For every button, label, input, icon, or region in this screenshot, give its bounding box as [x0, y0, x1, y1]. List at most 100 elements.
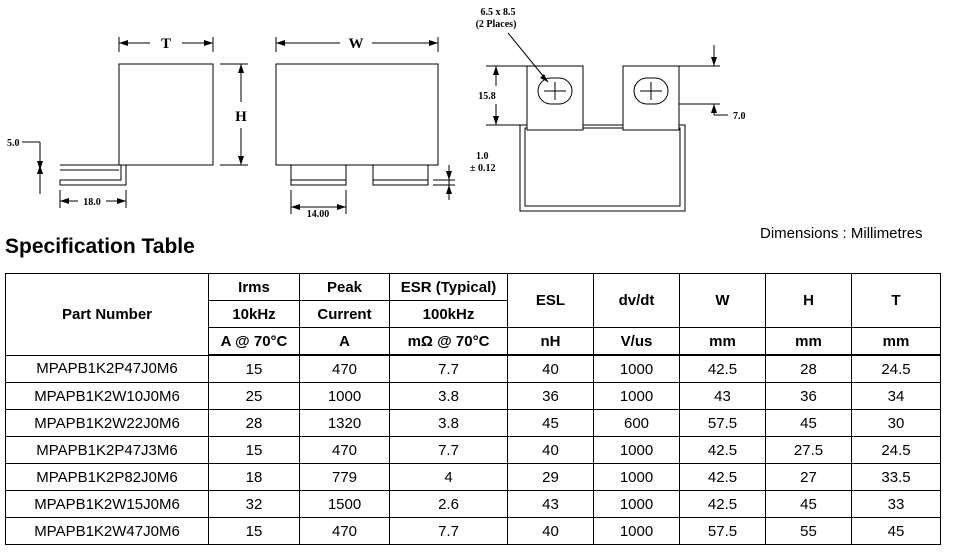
- cell-dvdt: 1000: [593, 517, 680, 545]
- cell-dvdt: 1000: [593, 490, 680, 518]
- header-esr-unit: mΩ @ 70°C: [389, 327, 508, 356]
- cell-irms: 25: [208, 382, 300, 410]
- label-H: H: [235, 109, 247, 125]
- cell-h: 27.5: [765, 436, 852, 464]
- label-14-00: 14.00: [307, 209, 330, 220]
- cell-part-number: MPAPB1K2W47J0M6: [5, 517, 209, 545]
- table-row: MPAPB1K2P47J0M6 15 470 7.7 40 1000 42.5 …: [5, 354, 941, 383]
- cell-irms: 28: [208, 409, 300, 437]
- header-esl-unit: nH: [507, 327, 594, 356]
- table-row: MPAPB1K2W15J0M6 32 1500 2.6 43 1000 42.5…: [5, 490, 941, 518]
- cell-esr: 3.8: [389, 382, 508, 410]
- dimensions-note: Dimensions : Millimetres: [760, 225, 923, 242]
- cell-t: 45: [851, 517, 941, 545]
- cell-irms: 15: [208, 517, 300, 545]
- label-W: W: [349, 36, 364, 52]
- cell-esl: 43: [507, 490, 594, 518]
- cell-peak: 1320: [299, 409, 390, 437]
- header-w-unit: mm: [679, 327, 766, 356]
- cell-irms: 32: [208, 490, 300, 518]
- cell-part-number: MPAPB1K2P47J0M6: [5, 354, 209, 383]
- header-dvdt: dv/dt: [593, 273, 680, 328]
- header-peak-unit: A: [299, 327, 390, 356]
- header-w: W: [679, 273, 766, 328]
- header-dvdt-unit: V/us: [593, 327, 680, 356]
- header-irms: Irms: [208, 273, 300, 301]
- cell-esr: 2.6: [389, 490, 508, 518]
- section-title: Specification Table: [5, 235, 195, 258]
- cell-irms: 15: [208, 354, 300, 383]
- cell-irms: 18: [208, 463, 300, 491]
- side-view-lead: [59, 165, 127, 186]
- label-pm-0-12: ± 0.12: [470, 163, 496, 174]
- cell-esr: 7.7: [389, 354, 508, 383]
- cell-h: 45: [765, 490, 852, 518]
- cell-dvdt: 1000: [593, 354, 680, 383]
- table-row: MPAPB1K2P82J0M6 18 779 4 29 1000 42.5 27…: [5, 463, 941, 491]
- cell-t: 24.5: [851, 436, 941, 464]
- cell-w: 42.5: [679, 490, 766, 518]
- side-view-body: [118, 63, 214, 166]
- cell-esr: 7.7: [389, 517, 508, 545]
- cell-peak: 1000: [299, 382, 390, 410]
- label-T: T: [161, 36, 171, 52]
- front-view-body: [275, 63, 439, 166]
- cell-esl: 29: [507, 463, 594, 491]
- front-view-terminal-right: [372, 164, 429, 186]
- header-h: H: [765, 273, 852, 328]
- cell-esl: 40: [507, 436, 594, 464]
- cell-part-number: MPAPB1K2W15J0M6: [5, 490, 209, 518]
- terminal-view-body-inner: [524, 127, 681, 207]
- table-row: MPAPB1K2W47J0M6 15 470 7.7 40 1000 57.5 …: [5, 517, 941, 545]
- cell-dvdt: 1000: [593, 463, 680, 491]
- header-esl: ESL: [507, 273, 594, 328]
- cell-part-number: MPAPB1K2W22J0M6: [5, 409, 209, 437]
- cell-peak: 1500: [299, 490, 390, 518]
- header-t: T: [851, 273, 941, 328]
- cell-h: 45: [765, 409, 852, 437]
- header-h-unit: mm: [765, 327, 852, 356]
- cell-part-number: MPAPB1K2W10J0M6: [5, 382, 209, 410]
- table-row: MPAPB1K2P47J3M6 15 470 7.7 40 1000 42.5 …: [5, 436, 941, 464]
- table-row: MPAPB1K2W22J0M6 28 1320 3.8 45 600 57.5 …: [5, 409, 941, 437]
- label-hole-places: (2 Places): [476, 19, 517, 30]
- header-irms-unit: A @ 70°C: [208, 327, 300, 356]
- cell-esl: 36: [507, 382, 594, 410]
- cell-t: 33: [851, 490, 941, 518]
- header-irms-freq: 10kHz: [208, 300, 300, 328]
- label-7-0: 7.0: [733, 111, 746, 122]
- cell-part-number: MPAPB1K2P82J0M6: [5, 463, 209, 491]
- cell-w: 57.5: [679, 517, 766, 545]
- header-esr-freq: 100kHz: [389, 300, 508, 328]
- label-1-0: 1.0: [476, 151, 489, 162]
- cell-h: 36: [765, 382, 852, 410]
- hole-left: [537, 77, 573, 105]
- header-t-unit: mm: [851, 327, 941, 356]
- cell-peak: 779: [299, 463, 390, 491]
- cell-t: 24.5: [851, 354, 941, 383]
- cell-dvdt: 1000: [593, 382, 680, 410]
- cell-w: 42.5: [679, 354, 766, 383]
- label-5-0: 5.0: [7, 138, 20, 149]
- header-part-number: Part Number: [5, 273, 209, 356]
- cell-esr: 7.7: [389, 436, 508, 464]
- cell-h: 27: [765, 463, 852, 491]
- header-peak-sub: Current: [299, 300, 390, 328]
- label-hole-size: 6.5 x 8.5: [481, 7, 516, 18]
- cell-esl: 45: [507, 409, 594, 437]
- cell-dvdt: 1000: [593, 436, 680, 464]
- cell-esr: 3.8: [389, 409, 508, 437]
- hole-right: [633, 77, 669, 105]
- label-18-0: 18.0: [83, 197, 101, 208]
- cell-t: 33.5: [851, 463, 941, 491]
- cell-w: 43: [679, 382, 766, 410]
- cell-esl: 40: [507, 517, 594, 545]
- front-view-terminal-left: [290, 164, 347, 186]
- specification-table: Part Number Irms Peak ESR (Typical) ESL …: [5, 273, 941, 545]
- label-15-8: 15.8: [478, 91, 496, 102]
- cell-peak: 470: [299, 436, 390, 464]
- cell-part-number: MPAPB1K2P47J3M6: [5, 436, 209, 464]
- cell-irms: 15: [208, 436, 300, 464]
- cell-w: 42.5: [679, 463, 766, 491]
- dimension-drawing: T W H 5.0 18.0 14.00 1.0 ± 0.12 15.8 7.0…: [7, 7, 746, 220]
